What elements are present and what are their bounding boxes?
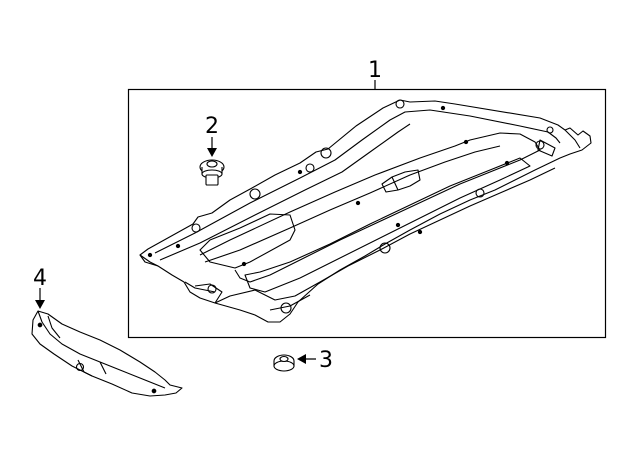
push-clip-part	[199, 159, 225, 186]
callout-1-label: 1	[368, 58, 382, 83]
callout-2-label: 2	[205, 114, 219, 139]
callout-3-label: 3	[319, 348, 333, 373]
callout-4-arrowhead	[35, 300, 45, 309]
underbody-shield-part	[139, 99, 592, 323]
callout-4-label: 4	[33, 266, 47, 291]
nut-part	[273, 354, 295, 372]
part1-frame	[127, 88, 607, 339]
callout-3-arrowhead	[297, 354, 306, 364]
callout-2-arrowhead	[207, 148, 217, 157]
side-deflector-part	[31, 310, 183, 397]
